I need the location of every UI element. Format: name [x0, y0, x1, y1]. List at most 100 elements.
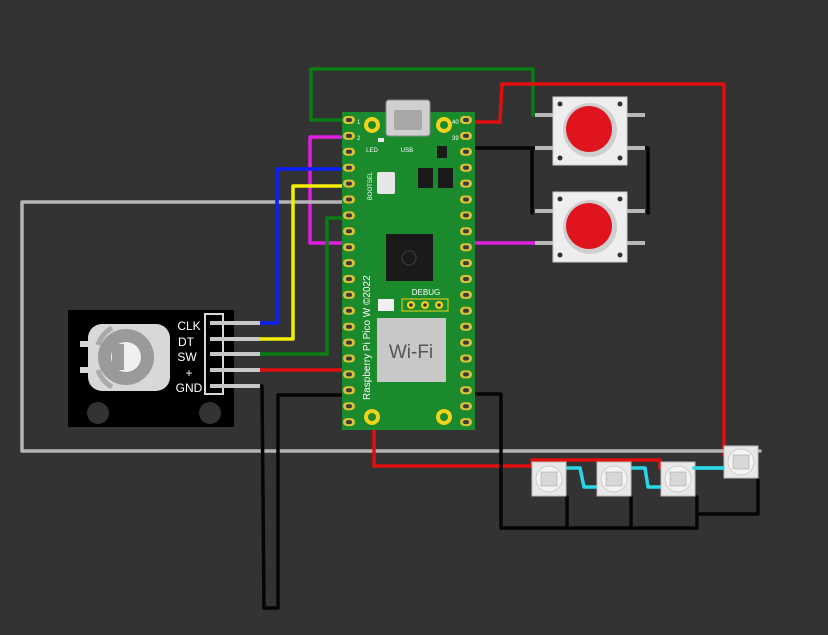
button-corner	[617, 196, 623, 202]
debug-pin-hole	[423, 303, 427, 307]
encoder-leg	[80, 341, 88, 347]
gpio-pin-hole	[346, 133, 352, 138]
pin-2-label: 2	[357, 136, 361, 142]
debug-header	[401, 298, 449, 312]
debug-label: DEBUG	[412, 288, 440, 297]
gpio-pin-hole	[463, 118, 469, 122]
encoder-label-dt: DT	[178, 335, 195, 349]
button-cap[interactable]	[566, 106, 612, 152]
button-corner	[557, 155, 563, 161]
wifi-label: Wi-Fi	[389, 342, 433, 363]
neopixel-die	[732, 454, 750, 470]
encoder-label-gnd: GND	[176, 381, 203, 395]
button-leg	[535, 146, 555, 150]
button-leg	[625, 241, 645, 245]
gpio-pin-hole	[463, 133, 469, 138]
wire-cyan-chain	[564, 466, 725, 489]
bootsel-button[interactable]	[377, 172, 395, 194]
encoder-pins	[210, 321, 260, 388]
gpio-pin-hole	[463, 245, 469, 250]
raspberry-pi-pico-w[interactable]: USB LED 1 2 39 40 BOOTSEL DEBUG Wi-Fi Ra…	[342, 99, 475, 430]
wire-yellow-dt	[258, 184, 354, 341]
neopixel-4[interactable]	[723, 445, 759, 479]
debug-pin-hole	[409, 303, 413, 307]
gpio-pin-hole	[346, 372, 352, 377]
pico-pins-right	[460, 116, 472, 427]
wire-green-sw	[258, 216, 354, 356]
encoder-pin-dt[interactable]	[210, 337, 260, 341]
wire-red-power	[460, 82, 726, 457]
pin-39-label: 39	[452, 136, 459, 142]
wire-black-gnd	[258, 384, 354, 610]
gpio-pin-hole	[346, 292, 352, 297]
neopixel-die	[540, 471, 558, 487]
pico-model-label: Raspberry Pi Pico W ©2022	[362, 275, 373, 400]
led-component	[378, 299, 394, 311]
gpio-pin-hole	[463, 165, 469, 170]
wire-gray-data	[20, 200, 762, 453]
encoder-label-clk: CLK	[177, 319, 200, 333]
chip-small	[438, 168, 453, 188]
mount-hole-inner	[440, 413, 448, 421]
led-indicator	[378, 138, 384, 142]
button-corner	[617, 155, 623, 161]
wifi-module	[377, 318, 446, 382]
rp2040-chip	[386, 234, 433, 281]
wire-black-pixels	[460, 392, 760, 530]
gpio-pin-hole	[346, 420, 352, 425]
gpio-pin-hole	[463, 324, 469, 329]
mount-hole-inner	[440, 121, 448, 129]
rotary-encoder[interactable]: CLK DT SW + GND	[68, 310, 260, 427]
gpio-pin-hole	[346, 197, 352, 202]
gpio-pin-hole	[463, 356, 469, 361]
rotate-arrow-icon	[95, 325, 114, 346]
gpio-pin-hole	[463, 308, 469, 313]
pin-1-label: 1	[357, 120, 361, 126]
encoder-mount-hole	[87, 402, 109, 424]
usb-port	[394, 110, 422, 130]
encoder-pin-clk[interactable]	[210, 321, 260, 325]
led-label: LED	[366, 148, 378, 154]
pin-40-label: 40	[452, 120, 459, 126]
gpio-pin-hole	[346, 165, 352, 170]
button-leg	[535, 113, 555, 117]
gpio-pin-hole	[463, 197, 469, 202]
gpio-pin-hole	[463, 229, 469, 234]
button-corner	[557, 252, 563, 258]
gpio-pin-hole	[346, 245, 352, 250]
neopixel-2[interactable]	[596, 461, 632, 497]
neopixel-1[interactable]	[531, 461, 567, 497]
gpio-pin-hole	[346, 181, 352, 186]
encoder-pin-gnd[interactable]	[210, 384, 260, 388]
gpio-pin-hole	[346, 308, 352, 313]
chip-small	[437, 146, 447, 158]
neopixel-die	[669, 471, 687, 487]
gpio-pin-hole	[463, 261, 469, 266]
encoder-knob-flat	[112, 344, 124, 370]
encoder-pin-sw[interactable]	[210, 352, 260, 356]
encoder-pin-vcc[interactable]	[210, 368, 260, 372]
neopixel-chain	[531, 445, 759, 497]
gpio-pin-hole	[463, 213, 469, 218]
pushbutton-bottom[interactable]	[535, 191, 645, 263]
encoder-leg	[80, 367, 88, 373]
pushbutton-top[interactable]	[535, 96, 645, 166]
button-leg	[625, 146, 645, 150]
usb-label: USB	[401, 148, 413, 154]
gpio-pin-hole	[463, 277, 469, 281]
gpio-pin-hole	[346, 229, 352, 234]
bootsel-label: BOOTSEL	[368, 171, 374, 200]
gpio-pin-hole	[346, 213, 352, 218]
button-cap[interactable]	[566, 203, 612, 249]
gpio-pin-hole	[463, 292, 469, 297]
debug-pin-hole	[437, 303, 441, 307]
neopixel-3[interactable]	[660, 461, 696, 497]
gpio-pin-hole	[346, 324, 352, 329]
gpio-pin-hole	[463, 181, 469, 186]
button-leg	[535, 241, 555, 245]
gpio-pin-hole	[463, 420, 469, 425]
gpio-pin-hole	[346, 149, 352, 154]
button-leg	[535, 209, 555, 213]
